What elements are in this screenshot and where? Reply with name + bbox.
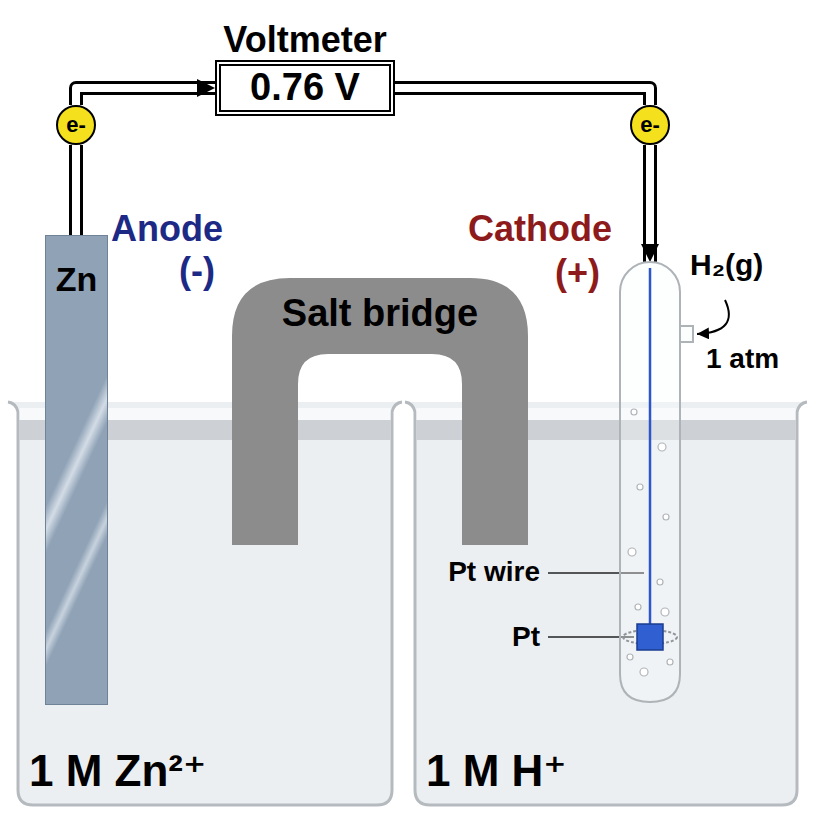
electron-badge: e-: [56, 105, 96, 145]
bridge-label: Salt bridge: [232, 292, 528, 336]
platinum-electrode: [637, 624, 663, 650]
gas-bubble: [627, 654, 633, 660]
hydrogen-electrode: Cathode(+): [620, 262, 680, 702]
part-label: Pt wire: [448, 556, 540, 588]
circuit-wire: [76, 88, 215, 105]
wire-core: [76, 88, 215, 105]
beaker-solution: 1 M H⁺: [412, 405, 800, 805]
glass-tube: [620, 262, 680, 702]
platinum-wire: [649, 268, 652, 624]
electrode-role: Cathode: [468, 208, 612, 249]
pressure-label: 1 atm: [706, 343, 779, 375]
zinc-electrode: ZnAnode(-): [45, 235, 108, 705]
gas-inlet-arrow: [697, 300, 729, 334]
gas-label: H₂(g): [690, 248, 763, 283]
gas-bubble: [635, 604, 641, 610]
beaker-solution: 1 M Zn²⁺: [15, 405, 395, 805]
wire-outline: [643, 145, 657, 262]
gas-bubble: [663, 514, 669, 520]
solution-label: 1 M Zn²⁺: [29, 746, 206, 797]
node-outline: [620, 262, 680, 702]
voltmeter-box: Voltmeter0.76 V: [215, 60, 395, 116]
solution-label: 1 M H⁺: [426, 746, 567, 797]
electrode-sign: (+): [555, 252, 600, 293]
gas-bubble: [661, 608, 669, 616]
electron-symbol: e-: [66, 112, 86, 137]
gas-bubble: [631, 409, 637, 415]
wire-outline: [69, 145, 83, 235]
gas-bubble: [640, 668, 648, 676]
part-label: Pt: [512, 621, 540, 653]
wire-outline: [395, 88, 650, 105]
electron-symbol: e-: [640, 112, 660, 137]
salt-bridge-tube: [232, 278, 528, 545]
gas-inlet-arm: [680, 326, 693, 342]
gas-bubble: [658, 443, 666, 451]
electrode-name: Zn: [56, 260, 98, 299]
salt-bridge: Salt bridge: [232, 278, 528, 545]
voltage-reading: 0.76 V: [250, 66, 360, 110]
circuit-wire: [76, 145, 77, 235]
electrode-role: Anode: [111, 208, 223, 249]
circuit-wire: [650, 145, 651, 262]
electrode-sign: (-): [179, 250, 215, 291]
circuit-wire: [395, 88, 650, 105]
wire-outline: [76, 88, 215, 105]
wire-core: [646, 145, 654, 262]
wire-core: [395, 88, 650, 105]
gas-bubble: [637, 484, 643, 490]
wire-core: [72, 145, 80, 235]
electron-badge: e-: [630, 105, 670, 145]
gas-bubble: [628, 548, 636, 556]
instrument-label: Voltmeter: [223, 19, 386, 60]
gas-bubble: [657, 579, 663, 585]
gas-bubble: [667, 659, 673, 665]
